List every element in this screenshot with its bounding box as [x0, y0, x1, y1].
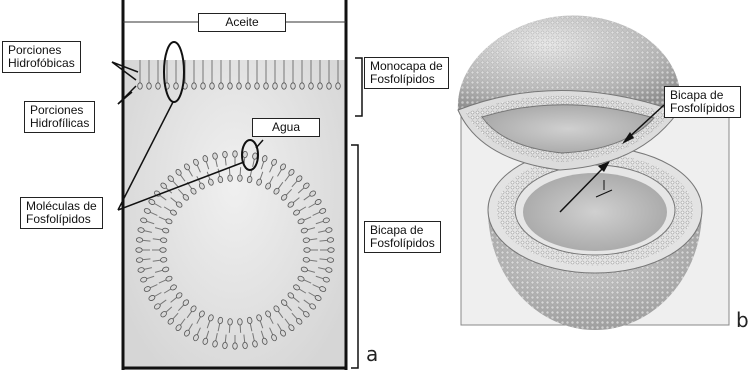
- molecules-label: Moléculas de Fosfolípidos: [20, 197, 103, 229]
- bilayer-label-a-line2: Fosfolípidos: [370, 237, 435, 250]
- hydrophilic-label: Porciones Hidrofílicas: [24, 101, 95, 133]
- monolayer-label: Monocapa de Fosfolípidos: [364, 57, 449, 89]
- monolayer-label-line2: Fosfolípidos: [370, 73, 443, 86]
- water-label-text: Agua: [272, 120, 300, 134]
- hydrophobic-label: Porciones Hidrofóbicas: [2, 41, 81, 73]
- molecules-label-line2: Fosfolípidos: [26, 213, 97, 226]
- water-label: Agua: [252, 118, 320, 137]
- oil-label: Aceite: [198, 13, 286, 32]
- panel-letter-a: a: [366, 342, 378, 366]
- beaker: [123, 0, 346, 370]
- bilayer-label-b: Bicapa de Fosfolípidos: [664, 86, 741, 118]
- monolayer-bracket: [355, 58, 362, 116]
- bilayer-label-a: Bicapa de Fosfolípidos: [364, 221, 441, 253]
- oil-label-text: Aceite: [225, 15, 258, 29]
- panel-letter-b: b: [736, 308, 749, 332]
- bilayer-bracket: [351, 145, 358, 368]
- hydrophobic-label-line2: Hidrofóbicas: [8, 57, 75, 70]
- hydrophilic-label-line2: Hidrofílicas: [30, 117, 89, 130]
- bilayer-label-b-line2: Fosfolípidos: [670, 102, 735, 115]
